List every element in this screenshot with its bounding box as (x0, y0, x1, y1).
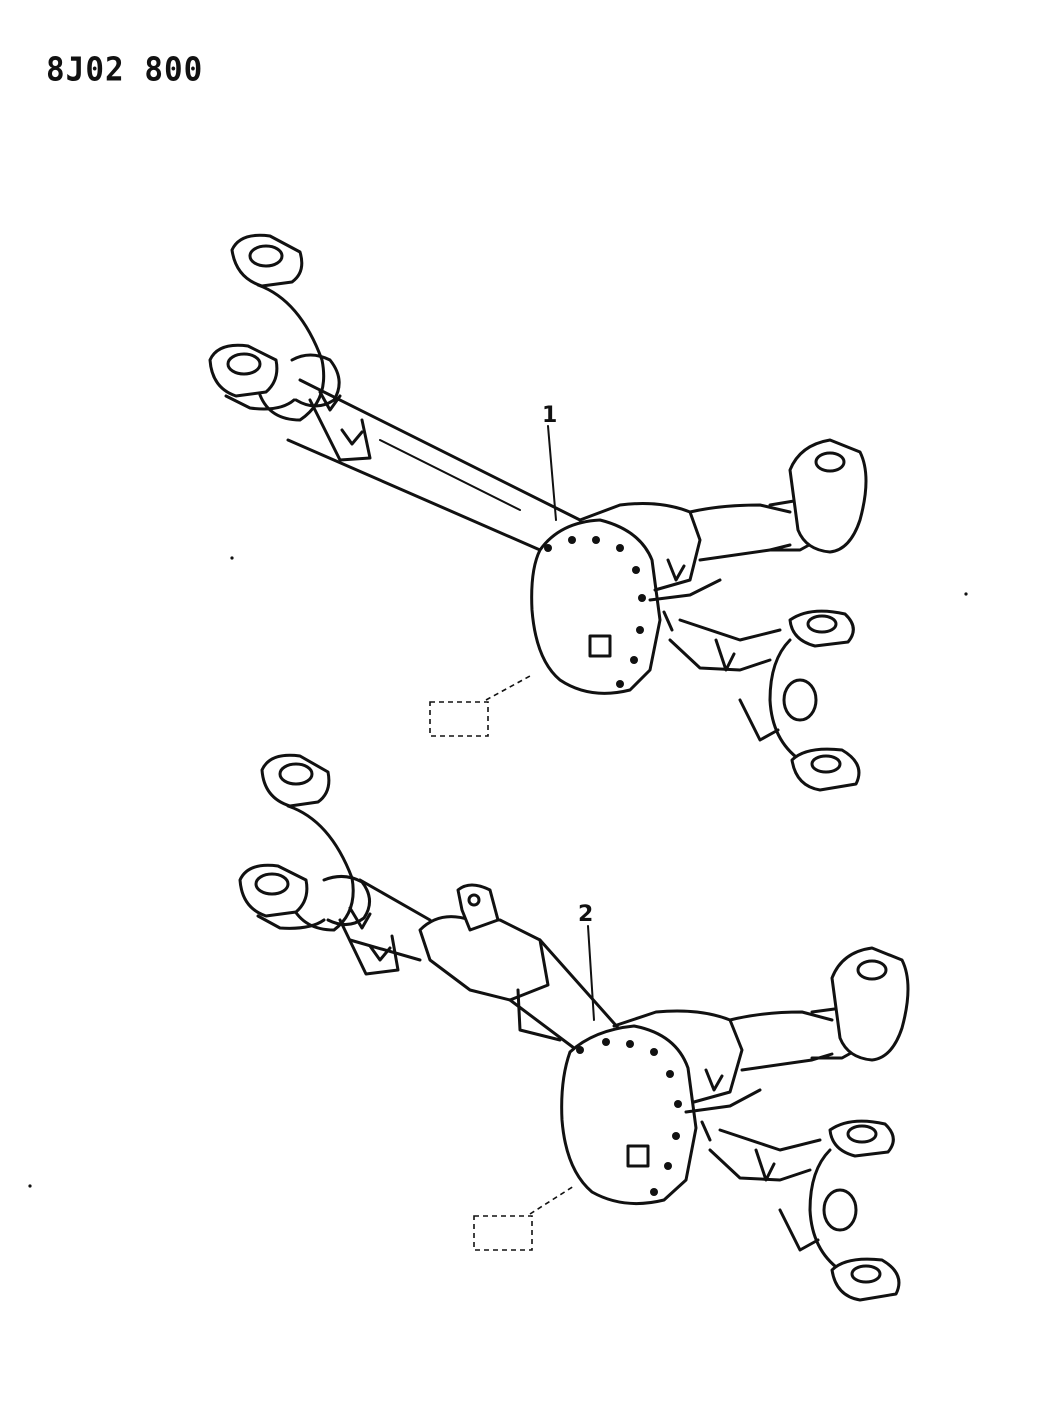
differential-1 (530, 502, 792, 695)
callout-number-2: 2 (578, 902, 594, 927)
axle-tube-1 (286, 378, 582, 552)
reference-box-2 (473, 1215, 533, 1251)
callout-number-1: 1 (542, 403, 558, 428)
drain-plug-1 (588, 634, 612, 658)
reference-box-1 (429, 701, 489, 737)
leader-line-1 (547, 425, 557, 521)
differential-2 (560, 1009, 834, 1206)
left-knuckle-1 (208, 233, 372, 462)
axle-assembly-2 (238, 753, 910, 1302)
right-knuckle-1 (668, 438, 868, 792)
drain-plug-2 (626, 1144, 650, 1168)
leader-line-2 (587, 925, 595, 1021)
left-knuckle-2 (238, 753, 400, 976)
diagram-code: 8J02 800 (46, 51, 204, 89)
axle-tube-2 (348, 878, 622, 1062)
axle-assembly-1 (208, 233, 868, 792)
right-knuckle-2 (708, 946, 910, 1302)
